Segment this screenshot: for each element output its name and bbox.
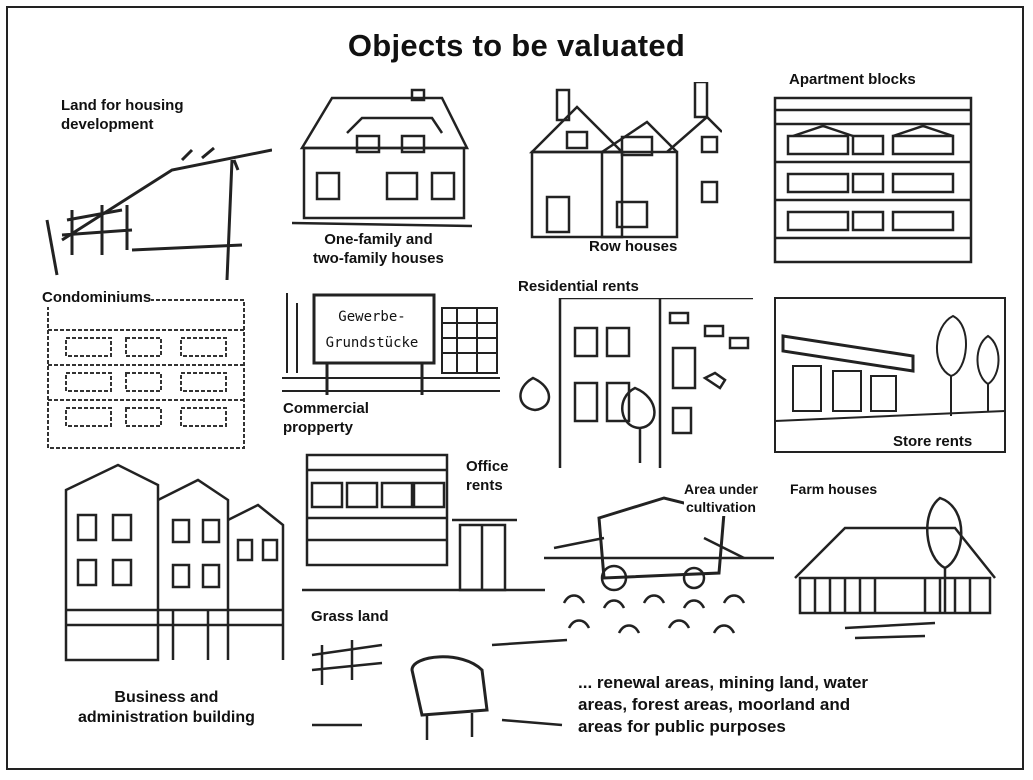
label-area-cultivation: Area under cultivation: [684, 480, 758, 516]
land-housing-sketch: [42, 130, 272, 280]
residential-rents-sketch: [515, 298, 753, 468]
label-residential-rents: Residential rents: [518, 278, 639, 295]
label-land-housing: Land for housing development: [61, 97, 184, 133]
office-rents-sketch: [302, 450, 545, 602]
slide-title: Objects to be valuated: [347, 28, 686, 63]
label-office-rents: Office rents: [466, 457, 509, 495]
condominiums-sketch: [46, 290, 246, 450]
label-business-admin: Business and administration building: [78, 689, 255, 726]
cultivation-sketch: [544, 478, 776, 648]
store-rents-sketch: [773, 296, 1007, 454]
label-apartment-blocks: Apartment blocks: [789, 71, 916, 88]
commercial-property-sketch: [282, 283, 500, 403]
label-store-rents: Store rents: [893, 432, 973, 451]
one-family-house-sketch: [292, 88, 472, 233]
grass-land-sketch: [302, 625, 572, 755]
label-farm-houses: Farm houses: [790, 480, 878, 499]
label-condominiums: Condominiums: [42, 288, 152, 307]
row-houses-sketch: [527, 82, 722, 242]
label-grass-land: Grass land: [311, 608, 389, 625]
apartment-blocks-sketch: [773, 96, 973, 264]
label-one-two-family: One-family and two-family houses: [313, 231, 444, 267]
label-commercial-property: Commercial propperty: [283, 400, 369, 436]
commercial-sign-text: Gewerbe- Grundstücke: [325, 309, 419, 351]
footer-other-objects: ... renewal areas, mining land, water ar…: [578, 673, 869, 736]
farm-houses-sketch: [785, 478, 1005, 650]
label-row-houses: Row houses: [589, 238, 678, 255]
business-building-sketch: [58, 460, 286, 685]
